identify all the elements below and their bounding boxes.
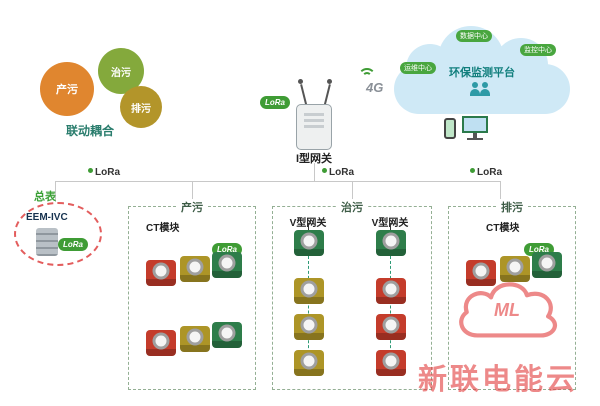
bus-lora-right: LoRa [470,167,502,178]
ct-module-green [532,252,562,278]
connector-zone-treatment [352,181,353,206]
signal-arc-icon [362,72,372,82]
ct-module-red [376,314,406,340]
gear-discharge: 排污 [120,86,162,128]
v-gateway-device-left [294,230,324,256]
ct-module-red [466,260,496,286]
bus-lora-center: LoRa [322,167,354,178]
bus-line [55,181,501,182]
watermark-logo: ML [494,300,520,320]
zone-treatment-title: 治污 [337,199,367,215]
gear-production-label: 产污 [56,84,78,96]
cloud-badge-data-center: 数据中心 [456,30,492,42]
watermark-cloud-icon [459,282,558,338]
gear-production: 产污 [40,62,94,116]
cloud-platform-title: 环保监测平台 [449,67,515,79]
treatment-chain-left [308,256,309,368]
watermark-text: 新联电能云 [418,364,579,396]
v-gateway-right-label: V型网关 [362,214,418,229]
gateway-device [296,104,332,150]
ct-module-red [376,278,406,304]
monitor-stand [473,133,477,138]
cloud-badge-ops-center: 运维中心 [400,62,436,74]
ct-module-olive [294,314,324,340]
zone-discharge-module-label: CT模块 [486,223,520,234]
gear-discharge-label: 排污 [131,103,151,115]
gears-caption: 联动耦合 [65,124,114,138]
gear-treatment-label: 治污 [111,67,131,79]
gateway-label: I型网关 [295,153,333,165]
ct-module-green [212,252,242,278]
monitor-base [467,138,483,140]
ct-module-olive [500,256,530,282]
monitor-icon [462,116,488,133]
ct-module-olive [180,326,210,352]
ct-module-green [212,322,242,348]
meter-title: 总表 [34,191,56,203]
v-gateway-antenna [390,223,391,231]
cloud-badge-monitor-center: 监控中心 [520,44,556,56]
meter-device [36,228,58,256]
v-gateway-antenna [308,223,309,231]
users-icon [470,82,480,96]
watermark: ML 新联电能云 [414,272,592,402]
connector-gateway [314,163,315,181]
meter-device-name: EEM-IVC [26,212,68,223]
connector-meter [55,181,56,202]
treatment-chain-right [390,256,391,368]
ct-module-red [146,260,176,286]
gateway-antenna-tip-left [298,79,303,84]
zone-production: 产污 [128,199,256,390]
gateway-vent [304,113,324,116]
signal-arc-icon [358,68,376,86]
ct-module-olive [294,278,324,304]
gateway-lora-badge: LoRa [260,96,290,109]
4g-label: 4G [366,80,384,95]
zone-treatment: 治污 [272,199,432,390]
ct-module-olive [180,256,210,282]
zone-production-module-label: CT模块 [146,223,180,234]
meter-highlight-ellipse [14,202,102,266]
zone-discharge-title: 排污 [497,199,527,215]
v-gateway-device-right [376,230,406,256]
gear-treatment: 治污 [98,48,144,94]
ct-module-olive [294,350,324,376]
zone-discharge: 排污 [448,199,576,390]
v-gateway-left-label: V型网关 [280,214,336,229]
connector-zone-discharge [500,181,501,206]
meter-lora-badge: LoRa [58,238,88,251]
bus-lora-left: LoRa [88,167,120,178]
connector-zone-production [192,181,193,206]
cloud-platform: 数据中心 运维中心 监控中心 环保监测平台 [392,24,574,118]
gateway-vent [304,119,324,122]
zone-production-title: 产污 [177,199,207,215]
phone-icon [444,118,456,139]
gateway-vent [304,125,324,128]
gateway-antenna-tip-right [327,79,332,84]
ct-module-red [376,350,406,376]
users-icon [480,82,490,96]
ct-module-red [146,330,176,356]
